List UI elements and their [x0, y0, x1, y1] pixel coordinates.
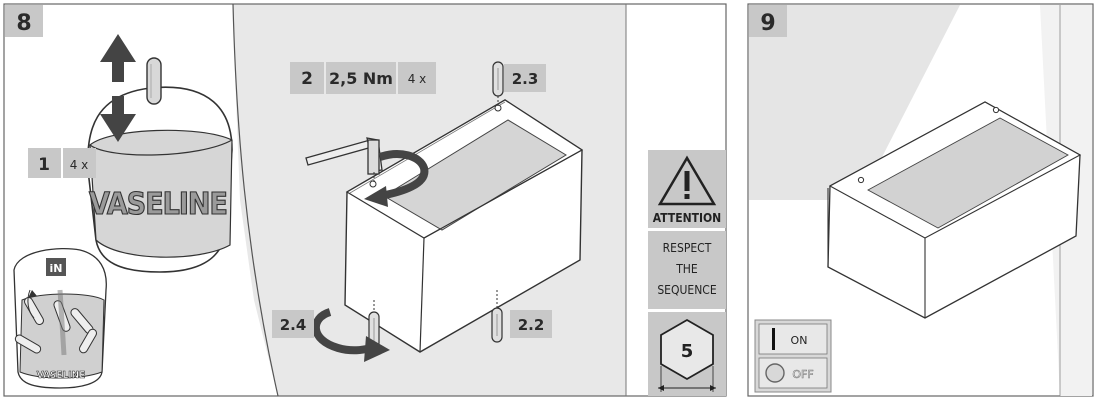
- position-2-4-badge: [272, 310, 314, 338]
- position-2-4-label: 2.4: [280, 316, 307, 334]
- light-wash-left: [749, 5, 960, 200]
- hex-size-value: 5: [681, 341, 694, 362]
- position-2-3-label: 2.3: [512, 70, 539, 88]
- step-8-number: 8: [16, 11, 31, 36]
- sub-step-1-qty-badge: [63, 148, 96, 178]
- sub-step-1-badge: [28, 148, 61, 178]
- sub-step-2-badge: [290, 62, 324, 94]
- sequence-box: [648, 231, 726, 309]
- position-2-3-badge: [504, 64, 546, 92]
- luminaire-box: [344, 99, 584, 353]
- pin-icon: [146, 57, 162, 105]
- pin-2-2-icon: [491, 290, 503, 343]
- hexagon-icon: [658, 318, 716, 392]
- sequence-line-1: RESPECT: [663, 241, 712, 255]
- torque-value: 2,5 Nm: [329, 69, 393, 88]
- pin-2-3-icon: [492, 61, 504, 106]
- step-9-number: 9: [760, 11, 775, 36]
- step-8-panel: 8 VASELINE 1 4 x iN: [3, 3, 727, 397]
- up-down-arrow-icon: [100, 34, 136, 142]
- vaseline-label: VASELINE: [89, 187, 227, 222]
- sub-step-1-number: 1: [38, 155, 50, 175]
- sub-step-1-qty: 4 x: [70, 158, 89, 172]
- attention-column: ATTENTION RESPECT THE SEQUENCE 5: [648, 150, 726, 396]
- switch-off-circle: [765, 363, 785, 383]
- switch-on-label: ON: [791, 334, 808, 347]
- rotation-arrow-2-icon: [311, 308, 390, 362]
- position-2-2-badge: [510, 310, 552, 338]
- switch-on-panel: [758, 323, 828, 355]
- rotation-arrow-icon: [364, 150, 429, 207]
- sequence-line-2: THE: [675, 262, 698, 276]
- warning-triangle-icon: [657, 155, 717, 206]
- step-9-panel: 9 ON OFF: [747, 3, 1094, 397]
- step-9-badge: [749, 5, 787, 37]
- sub-step-2-qty: 4 x: [408, 72, 427, 86]
- vaseline-jar-icon: iN: [13, 247, 107, 389]
- jar-logo-badge: [46, 258, 66, 276]
- step-8-badge: [5, 5, 43, 37]
- jar-logo: iN: [50, 262, 63, 275]
- position-2-2-label: 2.2: [518, 316, 545, 334]
- attention-title: ATTENTION: [653, 211, 721, 225]
- power-switch: ON OFF: [754, 319, 832, 393]
- jar-label: VASELINE: [37, 370, 86, 381]
- hex-key-icon: [305, 137, 383, 175]
- sub-step-2-number: 2: [301, 69, 313, 89]
- sub-step-2-qty-badge: [398, 62, 436, 94]
- switch-on-bar: [772, 328, 775, 350]
- vaseline-tub: [86, 86, 233, 273]
- sequence-line-3: SEQUENCE: [657, 283, 717, 297]
- step-8-separator: [232, 3, 279, 397]
- torque-badge: [326, 62, 396, 94]
- switch-off-label: OFF: [792, 368, 813, 381]
- luminaire-mounted: [827, 101, 1082, 319]
